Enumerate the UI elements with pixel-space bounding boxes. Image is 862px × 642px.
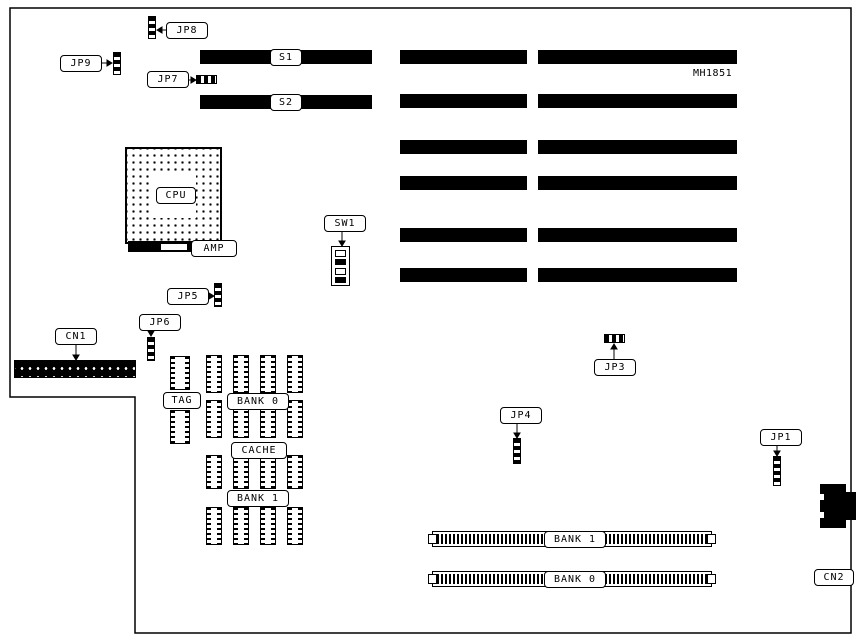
cache-chip-bank1 [206, 455, 222, 489]
jp1-jumper [773, 456, 781, 486]
expansion-slot [400, 140, 527, 154]
expansion-slot [538, 50, 737, 64]
cache-chip-bank0 [206, 400, 222, 438]
expansion-slot [538, 140, 737, 154]
cache-chip-bank0 [287, 400, 303, 438]
jp8-jumper [148, 16, 156, 39]
cn1-label: CN1 [55, 328, 97, 345]
expansion-slot [538, 268, 737, 282]
expansion-slot [400, 268, 527, 282]
jp4-jumper [513, 438, 521, 464]
jp5-label: JP5 [167, 288, 209, 305]
cache-chip-bank1 [287, 507, 303, 545]
cache-chip-bank1 [260, 455, 276, 489]
sw1-segment [335, 259, 346, 265]
simm-bank1-label: BANK 1 [544, 531, 606, 548]
cache-chip-bank0 [233, 355, 249, 393]
expansion-slot [400, 50, 527, 64]
cpu-label: CPU [156, 187, 196, 204]
jp9-label: JP9 [60, 55, 102, 72]
simm-clip [428, 574, 437, 584]
cache-chip-bank1 [287, 455, 303, 489]
expansion-slot [400, 94, 527, 108]
expansion-slot [538, 228, 737, 242]
jp3-jumper [604, 334, 625, 343]
simm-clip [707, 574, 716, 584]
cn2-notch [820, 512, 824, 518]
jp1-label: JP1 [760, 429, 802, 446]
cn2-connector [820, 484, 846, 528]
sw1-segment [335, 250, 346, 257]
cache-chip-bank1 [260, 507, 276, 545]
cache-chip-bank1 [206, 507, 222, 545]
cache-chip-bank1 [233, 507, 249, 545]
expansion-slot [400, 228, 527, 242]
cache-chip-bank0 [287, 355, 303, 393]
cn1-connector [14, 360, 136, 378]
cache-bank0-label: BANK 0 [227, 393, 289, 410]
sw1-label: SW1 [324, 215, 366, 232]
expansion-slot [400, 176, 527, 190]
jp3-label: JP3 [594, 359, 636, 376]
simm-bank0-label: BANK 0 [544, 571, 606, 588]
tag-chip [170, 356, 190, 390]
simm-clip [428, 534, 437, 544]
simm-clip [707, 534, 716, 544]
s1-label: S1 [270, 49, 302, 66]
sw1-dip-switch [331, 246, 350, 286]
cache-chip-bank1 [233, 455, 249, 489]
cache-chip-bank0 [206, 355, 222, 393]
cn2-connector-stub [846, 492, 856, 520]
board-id-text: MH1851 [693, 68, 733, 79]
cache-chip-bank0 [260, 355, 276, 393]
jp9-jumper [113, 52, 121, 75]
expansion-slot [538, 94, 737, 108]
jp8-label: JP8 [166, 22, 208, 39]
sw1-segment [335, 268, 346, 275]
sw1-segment [335, 277, 346, 283]
s2-label: S2 [270, 94, 302, 111]
jp6-label: JP6 [139, 314, 181, 331]
jp7-jumper [196, 75, 217, 84]
cn2-label: CN2 [814, 569, 854, 586]
cache-label: CACHE [231, 442, 287, 459]
cn2-notch [820, 494, 824, 500]
jp6-jumper [147, 337, 155, 361]
jp5-jumper [214, 283, 222, 307]
expansion-slot [538, 176, 737, 190]
cache-bank1-label: BANK 1 [227, 490, 289, 507]
tag-chip [170, 410, 190, 444]
tag-label: TAG [163, 392, 201, 409]
amp-window [161, 244, 187, 250]
jp7-label: JP7 [147, 71, 189, 88]
jp4-label: JP4 [500, 407, 542, 424]
amp-label: AMP [191, 240, 237, 257]
